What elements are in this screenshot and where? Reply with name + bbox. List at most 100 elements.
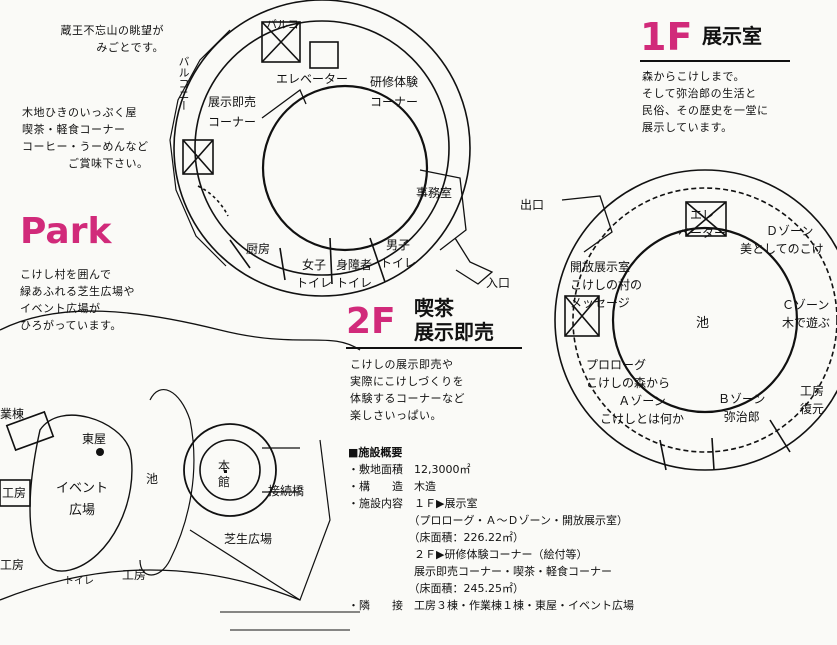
map-main-label: 本 館 bbox=[218, 458, 230, 490]
park-desc-line: 緑あふれる芝生広場や bbox=[20, 285, 135, 298]
training-label-line: 研修体験 bbox=[370, 75, 419, 89]
floor2-title-line: 喫茶 bbox=[414, 296, 454, 320]
zone-b-label: Ｂゾーン 弥治郎 bbox=[718, 390, 765, 426]
park-title: Park bbox=[20, 211, 112, 252]
cafe-note: 木地ひきのいっぷく屋 喫茶・軽食コーナー コーヒー・うーめんなど ご賞味下さい。 bbox=[22, 104, 149, 172]
floor2-description: こけしの展示即売や 実際にこけしづくりを 体験するコーナーなど 楽しさいっぱい。 bbox=[350, 356, 465, 424]
floor2-title-line: 展示即売 bbox=[414, 320, 494, 344]
men-toilet-line: トイレ bbox=[380, 256, 417, 270]
map-workshop3-label: 工房 bbox=[122, 568, 147, 582]
floor2-outer-wall bbox=[173, 0, 471, 297]
floor2-prefix: 2F bbox=[346, 301, 396, 342]
zone-a-line: Ａゾーン bbox=[618, 394, 666, 408]
park-description: こけし村を囲んで 緑あふれる芝生広場や イベント広場が ひろがっています。 bbox=[20, 266, 135, 334]
zone-a-line: こけしとは何か bbox=[600, 412, 685, 426]
map-lawn-label: 芝生広場 bbox=[224, 532, 273, 546]
floor2-divider bbox=[346, 347, 522, 349]
facility-row: ・隣 接 工房３棟・作業棟１棟・東屋・イベント広場 bbox=[348, 599, 634, 612]
zone-b-line: 弥治郎 bbox=[723, 410, 760, 424]
floor1-elevator-line: ベーター bbox=[678, 226, 727, 240]
floor1-elevator-label: エレ ベーター bbox=[678, 206, 726, 242]
floor1-elevator-line: エレ bbox=[690, 208, 715, 222]
view-note: 蔵王不忘山の眺望が みごとです。 bbox=[34, 22, 164, 56]
zone-c-line: Ｃゾーン bbox=[782, 298, 830, 312]
floor1-title: 展示室 bbox=[702, 24, 762, 48]
floor2-atrium bbox=[261, 84, 429, 252]
map-main-line: 本 bbox=[218, 459, 231, 473]
restore-line: 復元 bbox=[800, 402, 825, 416]
park-desc-line: ひろがっています。 bbox=[20, 319, 122, 332]
floor1-desc-line: そして弥治郎の生活と bbox=[642, 87, 757, 100]
open-room-label: 開放展示室 こけしの村の メッセージ bbox=[570, 258, 642, 312]
facility-row: （床面積：245.25㎡） bbox=[348, 582, 524, 595]
floor2-desc-line: 体験するコーナーなど bbox=[350, 392, 465, 405]
map-event-label: イベント 広場 bbox=[56, 478, 108, 522]
zone-d-line: Ｄゾーン bbox=[766, 224, 814, 238]
sales-label-line: コーナー bbox=[208, 115, 257, 129]
map-workshop2-label: 工房 bbox=[0, 558, 25, 572]
map-main-building bbox=[183, 423, 277, 517]
restore-line: 工房 bbox=[800, 384, 825, 398]
floor1-outer-wall bbox=[554, 169, 837, 471]
view-note-line: みごとです。 bbox=[96, 41, 164, 54]
map-workshop-building-label: 業棟 bbox=[0, 407, 25, 421]
zone-a-label: Ａゾーン こけしとは何か bbox=[600, 392, 684, 428]
cafe-note-line: コーヒー・うーめんなど bbox=[22, 140, 149, 153]
open-room-line: こけしの村の bbox=[570, 278, 643, 292]
floor1-desc-line: 民俗、その歴史を一堂に bbox=[642, 104, 769, 117]
sales-label: 展示即売 コーナー bbox=[208, 92, 256, 132]
facility-row: 展示即売コーナー・喫茶・軽食コーナー bbox=[348, 565, 612, 578]
floor2-desc-line: 実際にこけしづくりを bbox=[350, 375, 465, 388]
floor2-desc-line: 楽しさいっぱい。 bbox=[350, 409, 442, 422]
map-toilet-label: トイレ bbox=[64, 576, 94, 587]
floor1-description: 森からこけしまで。 そして弥治郎の生活と 民俗、その歴史を一堂に 展示しています… bbox=[642, 68, 769, 136]
open-room-line: 開放展示室 bbox=[570, 260, 631, 274]
view-note-line: 蔵王不忘山の眺望が bbox=[60, 24, 164, 37]
training-label-line: コーナー bbox=[370, 95, 419, 109]
zone-d-label: Ｄゾーン 美としてのこけ bbox=[740, 222, 824, 258]
facility-heading: ■施設概要 bbox=[348, 446, 403, 459]
facility-row: （床面積：226.22㎡） bbox=[348, 531, 524, 544]
floor1-exit-label: 出口 bbox=[520, 198, 545, 212]
women-toilet-label: 女子 トイレ bbox=[296, 256, 332, 292]
floor1-divider bbox=[640, 60, 790, 62]
floor1-desc-line: 展示しています。 bbox=[642, 121, 733, 134]
elevator-label: エレベーター bbox=[276, 72, 349, 86]
open-room-line: メッセージ bbox=[570, 296, 630, 310]
cafe-note-line: 木地ひきのいっぷく屋 bbox=[22, 106, 137, 119]
facility-row: ・敷地面積 12,3000㎡ bbox=[348, 463, 471, 476]
facility-row: （プロローグ・Ａ～Ｄゾーン・開放展示室） bbox=[348, 514, 628, 527]
cafe-note-line: 喫茶・軽食コーナー bbox=[22, 123, 126, 136]
women-toilet-line: 女子 bbox=[302, 258, 327, 272]
map-azumaya-label: 東屋 bbox=[82, 432, 107, 446]
floor2-title: 喫茶 展示即売 bbox=[414, 296, 494, 344]
floor1-pond-label: 池 bbox=[696, 316, 710, 331]
zone-c-label: Ｃゾーン 木で遊ぶ bbox=[782, 296, 830, 332]
prologue-line: プロローグ bbox=[586, 358, 647, 372]
floor1-prefix: 1F bbox=[640, 15, 693, 59]
disabled-toilet-line: 身障者 bbox=[336, 258, 373, 272]
men-toilet-line: 男子 bbox=[386, 238, 411, 252]
women-toilet-line: トイレ bbox=[296, 276, 333, 290]
map-event-line: 広場 bbox=[69, 503, 96, 518]
floor1-pond-wall bbox=[611, 226, 799, 414]
facility-row: ２Ｆ▶研修体験コーナー（絵付等） bbox=[348, 548, 588, 561]
entrance-label: 入口 bbox=[486, 276, 511, 290]
sales-label-line: 展示即売 bbox=[208, 95, 257, 109]
park-desc-line: こけし村を囲んで bbox=[20, 268, 112, 281]
zone-d-line: 美としてのこけ bbox=[740, 242, 824, 256]
map-pond-label: 池 bbox=[146, 472, 159, 486]
zone-b-line: Ｂゾーン bbox=[718, 392, 766, 406]
restore-label: 工房 復元 bbox=[800, 382, 824, 418]
zone-c-line: 木で遊ぶ bbox=[782, 316, 831, 330]
kitchen-label: 厨房 bbox=[246, 242, 271, 256]
map-workshop1-label: 工房 bbox=[2, 486, 27, 500]
park-desc-line: イベント広場が bbox=[20, 302, 101, 315]
map-event-line: イベント bbox=[56, 481, 109, 496]
floor1-desc-line: 森からこけしまで。 bbox=[642, 70, 746, 83]
prologue-line: こけしの森から bbox=[586, 376, 671, 390]
map-main-line: 館 bbox=[218, 475, 231, 489]
disabled-toilet-label: 身障者 トイレ bbox=[336, 256, 372, 292]
cafe-note-line: ご賞味下さい。 bbox=[68, 157, 149, 170]
